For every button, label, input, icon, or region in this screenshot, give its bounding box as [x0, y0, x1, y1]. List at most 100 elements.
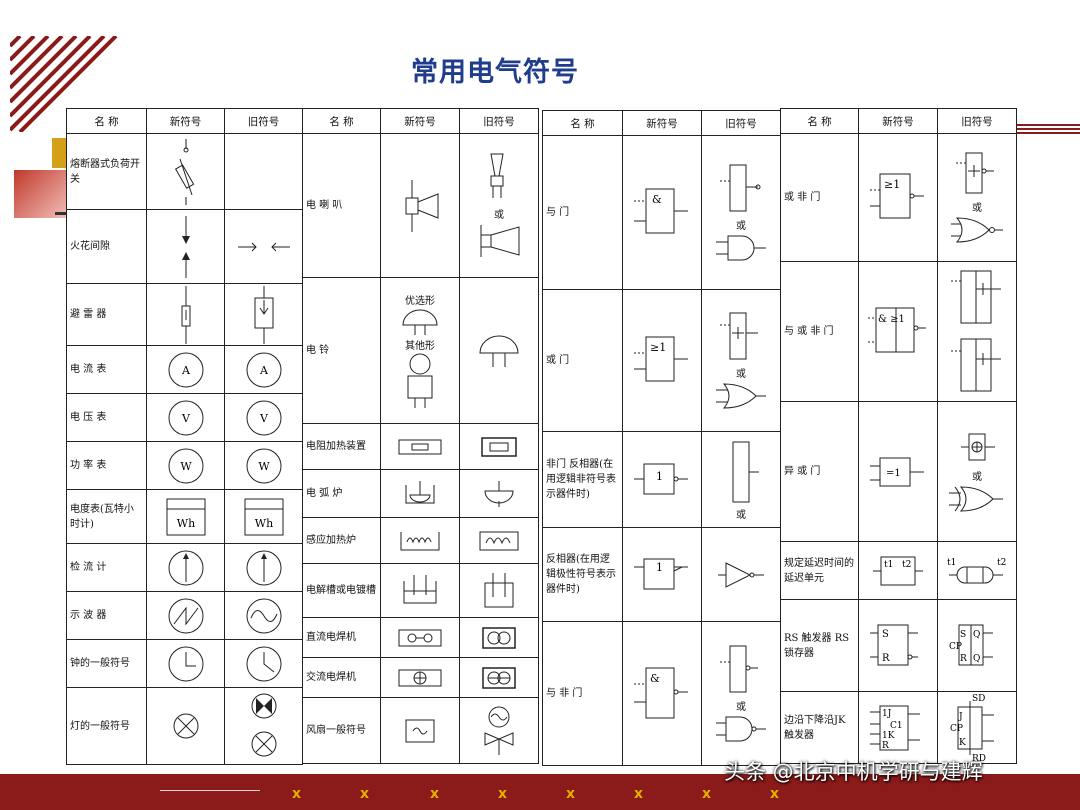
- row-name: 功 率 表: [66, 441, 147, 490]
- table-row: 钟的一般符号: [66, 639, 303, 688]
- table-row: 非门 反相器(在用逻辑非符号表示器件时) 1 或: [542, 431, 781, 528]
- svg-text:t2: t2: [997, 558, 1006, 568]
- or-label: 或: [736, 221, 746, 232]
- row-name: 感应加热炉: [302, 517, 381, 564]
- row-name: 电 喇 叭: [302, 133, 381, 278]
- header-name: 名 称: [780, 108, 859, 134]
- or-label: 或: [972, 203, 982, 214]
- svg-text:1: 1: [656, 561, 663, 574]
- row-name: 或 门: [542, 289, 623, 432]
- svg-text:Wh: Wh: [176, 517, 194, 530]
- header-name: 名 称: [66, 108, 147, 134]
- lamp-new-symbol: [146, 687, 225, 765]
- bell-new-symbol: 优选形 其他形: [380, 277, 460, 424]
- nor-gate-new-symbol: ≥1: [858, 133, 938, 262]
- table-row: 电 压 表 V V: [66, 393, 303, 442]
- ac-welder-new-symbol: [380, 657, 460, 698]
- svg-text:t1: t1: [947, 558, 956, 568]
- svg-text:J: J: [958, 712, 963, 722]
- xor-gate-old-symbol: 或: [937, 401, 1017, 542]
- corner-stripes-decoration: [10, 36, 118, 132]
- row-name: 规定延迟时间的延迟单元: [780, 541, 859, 600]
- and-or-invert-old-symbol: [937, 261, 1017, 402]
- row-name: 与 或 非 门: [780, 261, 859, 402]
- source-watermark: 头条 @北京中机学研与建辉: [724, 760, 983, 784]
- and-or-invert-new-symbol: & ≥1: [858, 261, 938, 402]
- footer-line: [160, 790, 260, 791]
- header-new-symbol: 新符号: [858, 108, 938, 134]
- svg-text:W: W: [258, 460, 270, 473]
- svg-text:R: R: [882, 653, 890, 664]
- table-row: 电 弧 炉: [302, 469, 539, 518]
- arrester-old-symbol: [224, 283, 303, 346]
- page-title: 常用电气符号: [411, 57, 579, 88]
- svg-text:RD: RD: [972, 754, 986, 763]
- row-name: RS 触发器 RS 锁存器: [780, 599, 859, 692]
- svg-text:A: A: [259, 364, 269, 377]
- table-row: 规定延迟时间的延迟单元 t1 t2 t1 t2: [780, 541, 1017, 600]
- or-label: 或: [494, 210, 504, 221]
- svg-text:t1: t1: [884, 560, 893, 570]
- symbol-table-panel-3: 名 称 新符号 旧符号 与 门 & 或 或 门 ≥1 或 非门 反相器(在用逻辑…: [542, 110, 781, 766]
- fuse-switch-new-symbol: [146, 133, 225, 210]
- dc-welder-new-symbol: [380, 617, 460, 658]
- row-name: 电 弧 炉: [302, 469, 381, 518]
- footer-mark: x: [360, 786, 370, 802]
- footer-mark: x: [430, 786, 440, 802]
- horn-old-symbol: 或: [459, 133, 539, 278]
- symbol-table-panel-4: 名 称 新符号 旧符号 或 非 门 ≥1 或 与 或 非 门 & ≥1 异 或 …: [780, 108, 1017, 764]
- delay-element-old-symbol: t1 t2: [937, 541, 1017, 600]
- table-header-row: 名 称 新符号 旧符号: [542, 110, 781, 136]
- footer-mark: x: [292, 786, 302, 802]
- svg-text:t2: t2: [902, 560, 911, 570]
- spark-gap-new-symbol: [146, 209, 225, 284]
- electrolytic-cell-old-symbol: [459, 563, 539, 618]
- row-name: 风扇一般符号: [302, 697, 381, 764]
- table-row: 与 非 门 & 或: [542, 621, 781, 766]
- row-name: 直流电焊机: [302, 617, 381, 658]
- nand-gate-new-symbol: &: [622, 621, 702, 766]
- voltmeter-new-symbol: V: [146, 393, 225, 442]
- or-gate-old-symbol: 或: [701, 289, 781, 432]
- and-gate-new-symbol: &: [622, 135, 702, 290]
- table-row: 与 门 & 或: [542, 135, 781, 290]
- table-row: 感应加热炉: [302, 517, 539, 564]
- svg-text:R: R: [960, 654, 967, 664]
- spark-gap-old-symbol: [224, 209, 303, 284]
- svg-text:W: W: [180, 460, 192, 473]
- table-header-row: 名 称 新符号 旧符号: [780, 108, 1017, 134]
- footer-mark: x: [566, 786, 576, 802]
- or-label: 或: [736, 702, 746, 713]
- row-name: 或 非 门: [780, 133, 859, 262]
- svg-text:Wh: Wh: [254, 517, 272, 530]
- inverter-new-symbol: 1: [622, 527, 702, 622]
- table-row: 异 或 门 =1 或: [780, 401, 1017, 542]
- voltmeter-old-symbol: V: [224, 393, 303, 442]
- row-name: 熔断器式负荷开关: [66, 133, 147, 210]
- header-name: 名 称: [542, 110, 623, 136]
- svg-text:S: S: [882, 629, 889, 640]
- header-new-symbol: 新符号: [146, 108, 225, 134]
- svg-text:≥1: ≥1: [650, 341, 666, 354]
- table-row: 电 流 表 A A: [66, 345, 303, 394]
- corner-dash-decoration: [55, 212, 69, 215]
- row-name: 电阻加热装置: [302, 423, 381, 470]
- header-old-symbol: 旧符号: [224, 108, 303, 134]
- svg-text:V: V: [259, 412, 269, 425]
- row-name: 避 雷 器: [66, 283, 147, 346]
- row-name: 钟的一般符号: [66, 639, 147, 688]
- header-name: 名 称: [302, 108, 381, 134]
- table-row: 电度表(瓦特小时计) Wh Wh: [66, 489, 303, 544]
- header-old-symbol: 旧符号: [459, 108, 539, 134]
- table-row: 反相器(在用逻辑极性符号表示器件时) 1: [542, 527, 781, 622]
- bell-old-symbol: [459, 277, 539, 424]
- resistance-heater-old-symbol: [459, 423, 539, 470]
- fan-old-symbol: [459, 697, 539, 764]
- svg-text:A: A: [181, 364, 191, 377]
- symbol-table-panel-2: 名 称 新符号 旧符号 电 喇 叭 或 电 铃 优选形 其他形 电阻加热装置 电…: [302, 108, 539, 764]
